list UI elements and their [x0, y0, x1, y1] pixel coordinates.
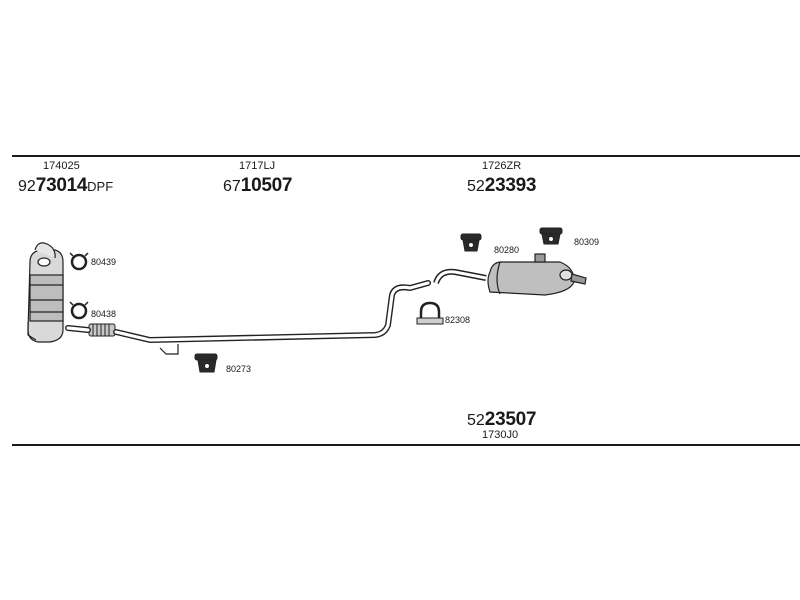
callout-82308: 82308	[445, 315, 471, 325]
callout-80439: 80439	[91, 257, 117, 267]
bottom-pn-prefix: 52	[467, 412, 485, 429]
rear-muffler	[433, 253, 587, 296]
pipe-hanger-tab	[159, 344, 179, 355]
clamp-80439	[69, 252, 89, 271]
flex-joint	[88, 323, 116, 337]
mid-part-number: 6710507	[223, 176, 292, 195]
mid-ref-label: 1717LJ	[239, 160, 276, 172]
callout-80309: 80309	[574, 237, 600, 247]
bottom-divider	[12, 444, 800, 446]
top-divider	[12, 155, 800, 157]
cat-pn-suffix: DPF	[87, 179, 114, 194]
mid-pn-main: 10507	[240, 175, 293, 196]
rear-part-number: 5223393	[467, 176, 536, 195]
clamp-82308	[416, 301, 444, 325]
bottom-ref-label: 1730J0	[482, 429, 519, 441]
rear-pn-prefix: 52	[467, 178, 485, 195]
catalytic-converter	[27, 242, 64, 343]
hanger-80273	[194, 353, 218, 373]
clamp-80438	[69, 301, 89, 320]
hanger-80280	[460, 233, 482, 252]
cat-ref-label: 174025	[43, 160, 80, 172]
bottom-part-number: 5223507	[467, 410, 536, 429]
callout-80438: 80438	[91, 309, 117, 319]
middle-pipe-inner	[66, 281, 430, 342]
hanger-80309	[539, 227, 563, 245]
bottom-pn-main: 23507	[484, 409, 537, 430]
cat-part-number: 9273014DPF	[18, 176, 113, 195]
cat-pn-main: 73014	[35, 175, 88, 196]
mid-pn-prefix: 67	[223, 178, 241, 195]
rear-ref-label: 1726ZR	[482, 160, 522, 172]
callout-80280: 80280	[494, 245, 520, 255]
callout-80273: 80273	[226, 364, 252, 374]
rear-pn-main: 23393	[484, 175, 537, 196]
cat-pn-prefix: 92	[18, 178, 36, 195]
middle-pipe	[65, 280, 431, 343]
